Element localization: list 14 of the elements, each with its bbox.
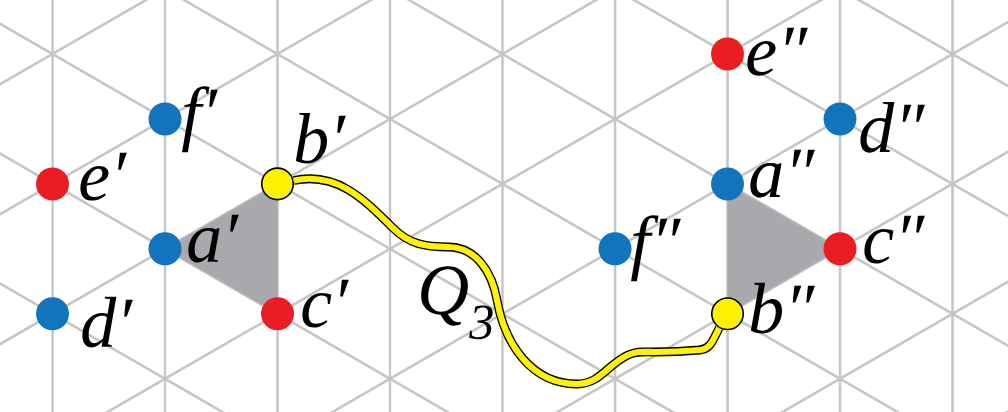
point-label: d″ <box>860 102 925 153</box>
point-label: c″ <box>864 215 925 264</box>
point-label: e′ <box>80 152 127 201</box>
edge-label: Q$_{3}$ <box>421 266 493 340</box>
point-label: d′ <box>82 296 133 348</box>
point-label: b′ <box>295 112 346 164</box>
point-label: a″ <box>750 149 815 198</box>
point-label: a′ <box>188 214 239 263</box>
point-label: c′ <box>302 279 349 328</box>
point-label: f′ <box>182 86 218 153</box>
point-label: f″ <box>631 215 681 282</box>
point-label: b″ <box>750 282 815 334</box>
point-label: e″ <box>747 27 808 76</box>
wavy-path <box>293 174 724 389</box>
